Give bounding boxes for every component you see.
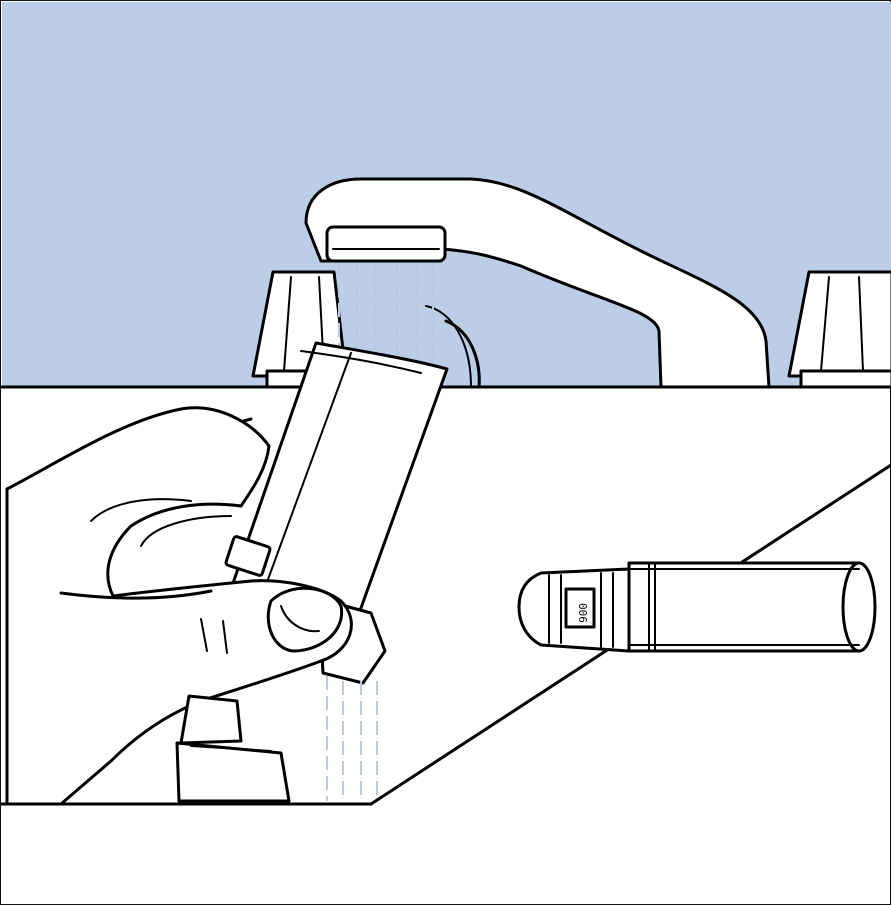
dose-counter-display: 006 xyxy=(576,603,589,623)
water-drain-stream xyxy=(327,676,377,801)
right-tap-handle xyxy=(789,272,891,387)
inhaler-device: 006 xyxy=(519,563,875,651)
